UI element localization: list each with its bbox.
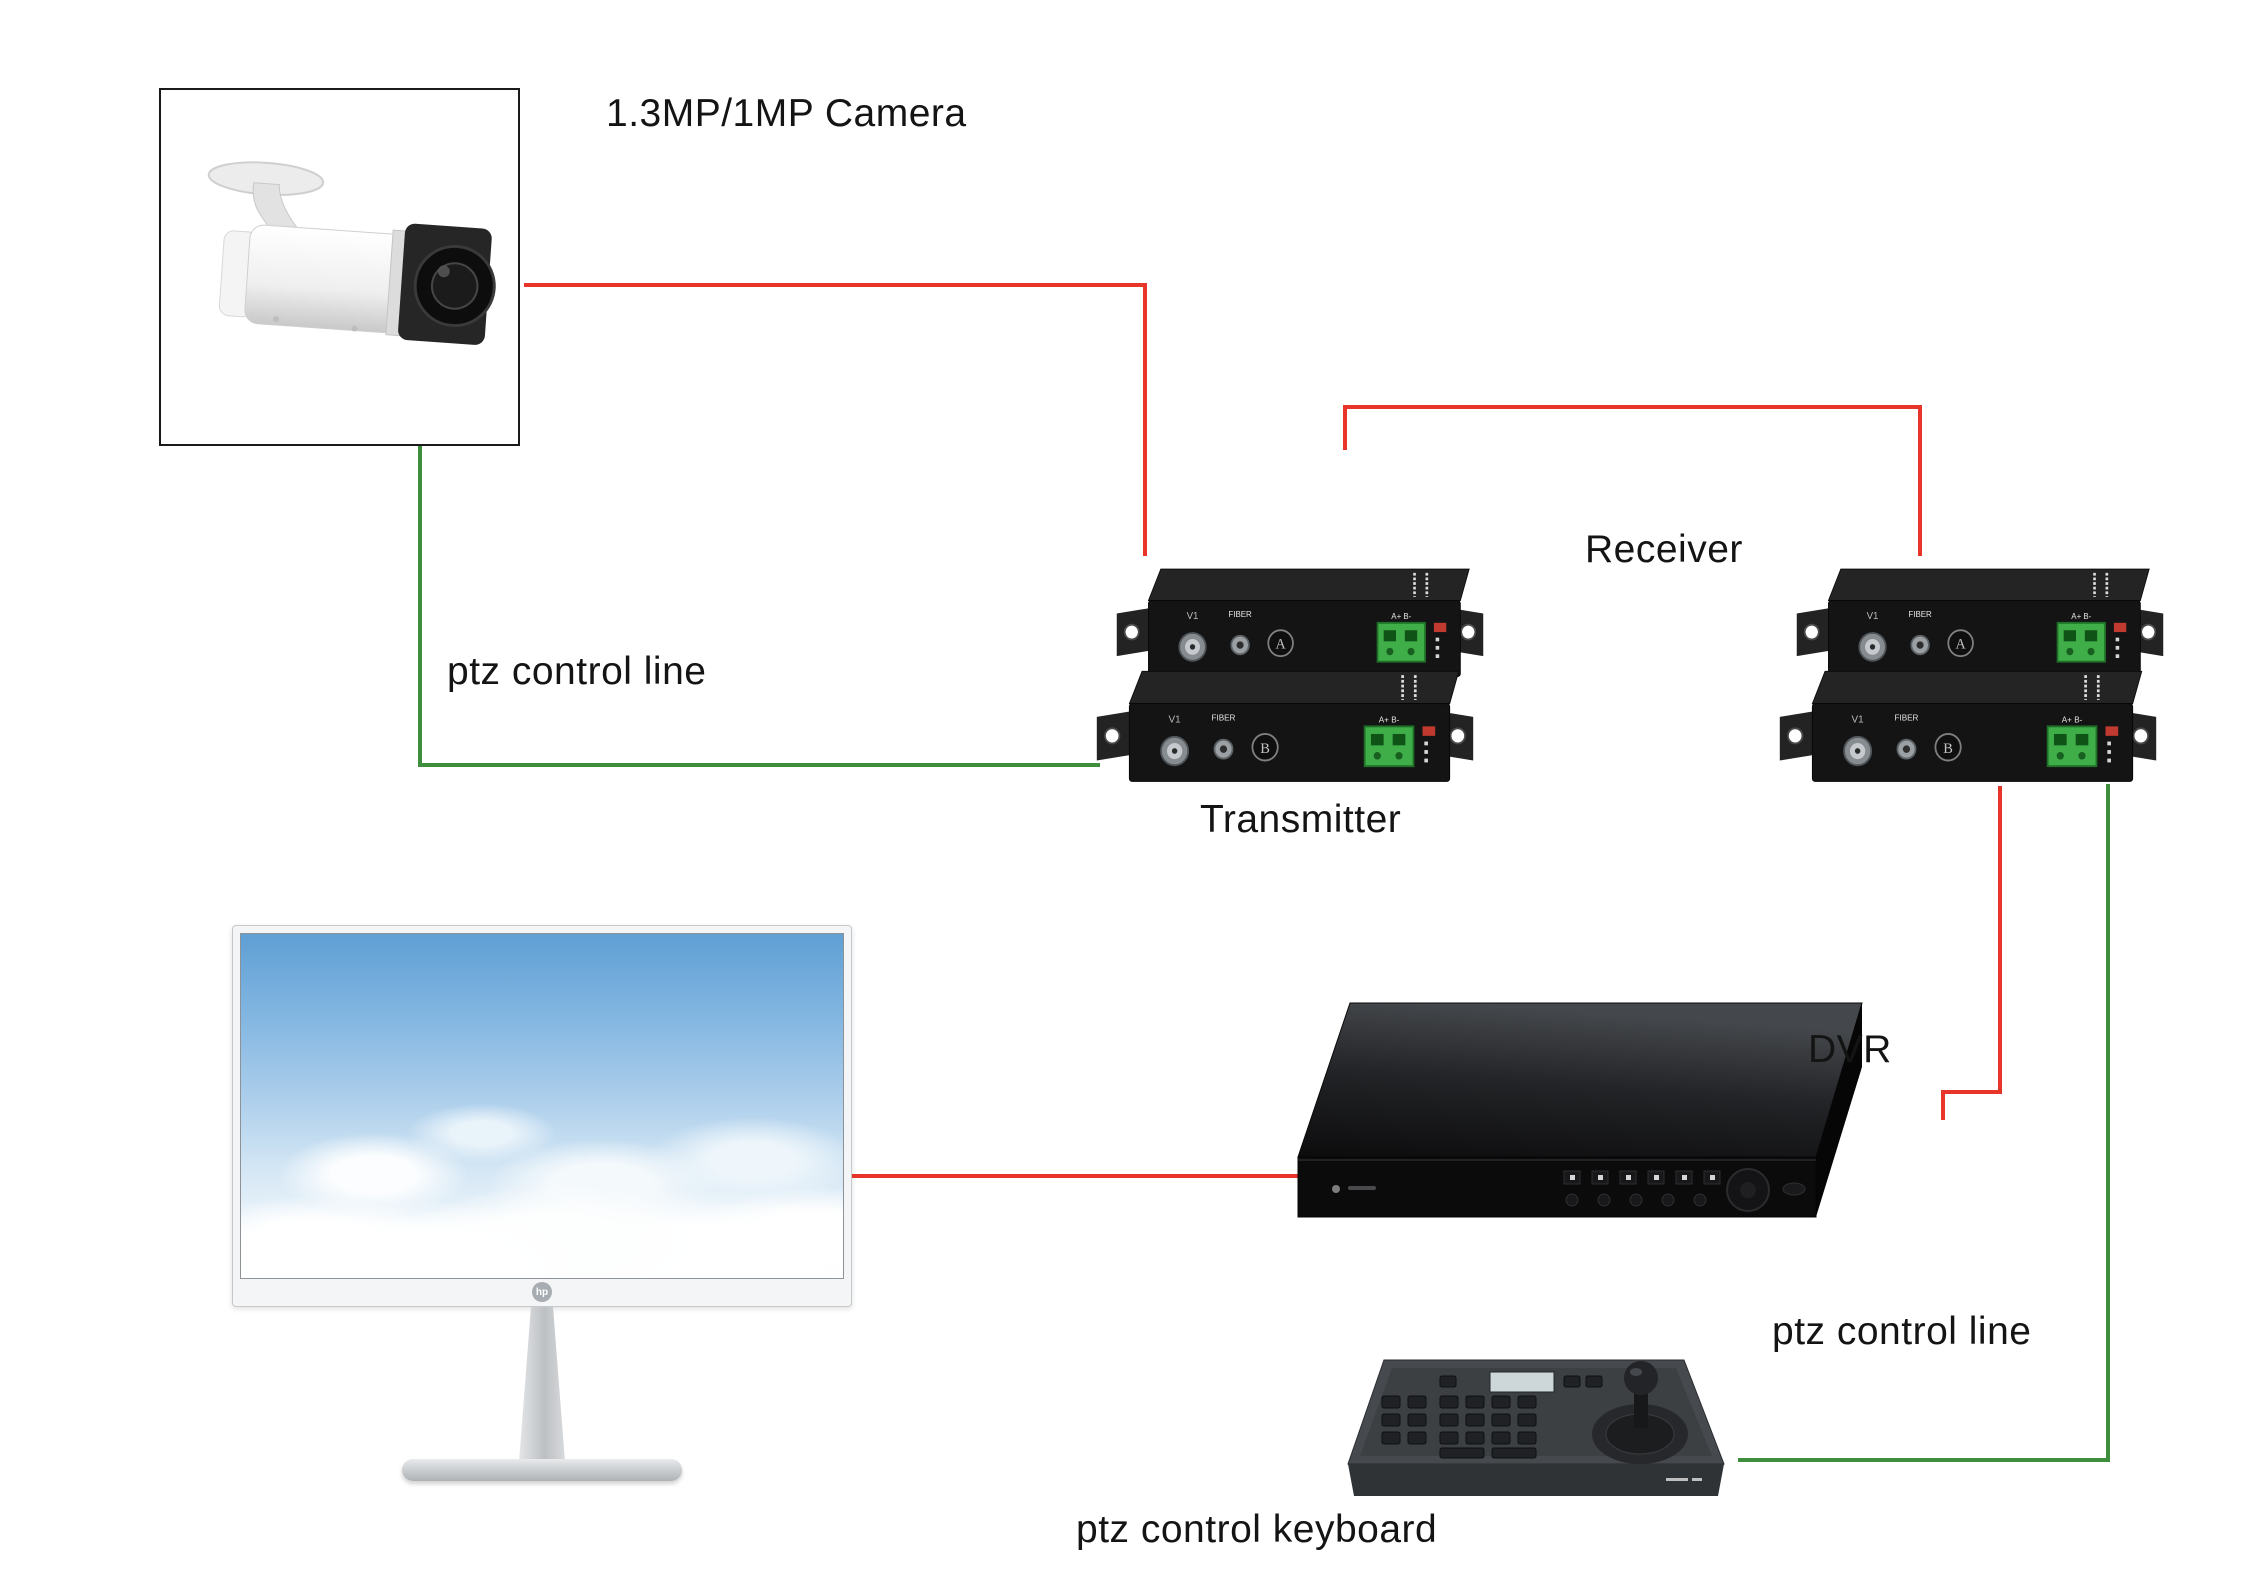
wire-ptz-camera-to-transmitter [418,446,1100,767]
monitor-chin: hp [240,1279,844,1305]
receiver-unit-b: B [1778,660,2158,788]
receiver-label: Receiver [1585,528,1743,571]
dvr-power-led [1332,1185,1340,1193]
dvr-top-face [1297,1002,1863,1158]
receiver-unit-a: A [1795,558,2165,683]
keyboard-brand-mark [1666,1478,1702,1481]
ptz-control-line-label-left: ptz control line [447,650,707,693]
ptz-keyboard-illustration [1347,1359,1725,1496]
keyboard-button-grid [1381,1395,1537,1459]
monitor-stand-neck [519,1307,565,1462]
hp-logo-icon: hp [532,1282,552,1302]
joystick-ball-highlight [1630,1368,1642,1376]
dvr-usb-port [1782,1182,1806,1196]
keyboard-front-face [1348,1464,1724,1496]
dvr-button-row [1563,1170,1721,1185]
transmitter-label: Transmitter [1200,798,1402,841]
unit-letter: A [1956,636,1967,652]
camera-screw [272,316,279,323]
unit-letter: A [1276,636,1287,652]
camera-illustration [207,161,496,345]
joystick-ball [1624,1361,1658,1395]
ptz-control-line-label-right: ptz control line [1772,1310,2032,1353]
keyboard-lcd [1489,1371,1555,1393]
camera-lens-glint [437,265,450,278]
transmitter-unit-b: B [1095,660,1475,788]
dvr-label: DVR [1808,1028,1892,1071]
camera-label: 1.3MP/1MP Camera [606,92,967,135]
transmitter-unit-a: A [1115,558,1485,683]
camera-image-frame [159,88,520,446]
monitor-screen-clouds [240,933,844,1279]
ptz-keyboard-label: ptz control keyboard [1076,1508,1438,1551]
camera-screw [351,325,358,332]
monitor-bezel: hp [232,925,852,1307]
monitor-stand-base [402,1459,682,1481]
keyboard-top-buttons [1439,1375,1603,1388]
dvr-brand-mark [1348,1186,1376,1190]
dvr-side-face [1816,1003,1862,1217]
dvr-button-row-2 [1565,1193,1707,1207]
unit-letter: B [1260,741,1270,757]
dvr-jog-dial-center [1740,1182,1756,1198]
wire-video-camera-to-transmitter [524,283,1147,556]
monitor: hp [232,925,852,1490]
dvr-illustration [1297,1002,1863,1218]
unit-letter: B [1943,741,1953,757]
wire-video-receiver-to-dvr [1941,786,2002,1120]
